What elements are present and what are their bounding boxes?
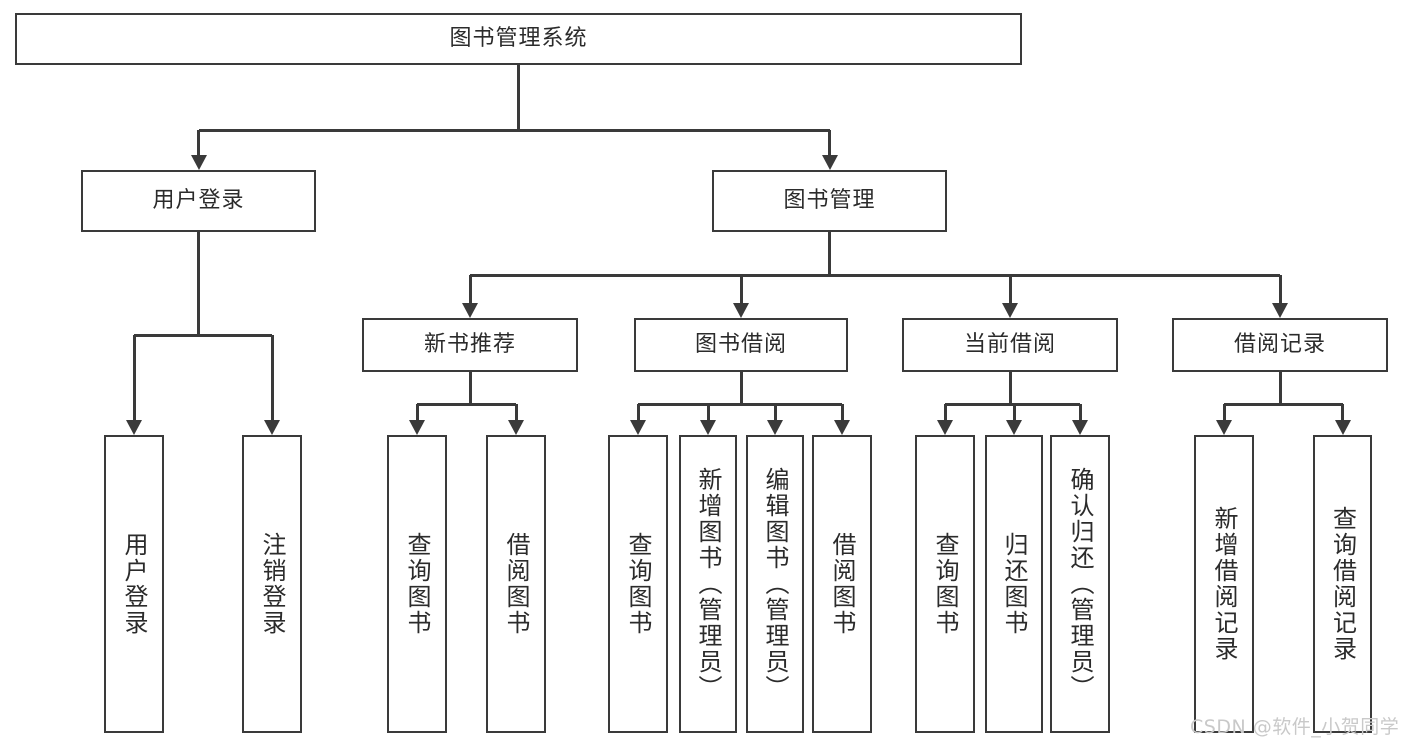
- node-label: 用户登录: [120, 532, 148, 636]
- connector-line-horizontal: [638, 402, 842, 406]
- node-book-management[interactable]: 图书管理: [712, 170, 947, 232]
- node-label: 查询借阅记录: [1328, 506, 1357, 662]
- connector-line-vertical: [828, 130, 831, 156]
- connector-line-horizontal: [198, 128, 830, 132]
- connector-arrowhead: [1272, 303, 1288, 318]
- connector-line-horizontal: [1224, 402, 1343, 406]
- connector-arrowhead: [821, 155, 838, 170]
- connector-line-vertical: [517, 65, 520, 130]
- leaf-node-add-borrow-record[interactable]: 新增借阅记录: [1194, 435, 1254, 733]
- connector-line-vertical: [1008, 275, 1012, 304]
- node-label: 编辑图书（管理员）: [761, 467, 789, 701]
- connector-line-horizontal: [417, 402, 516, 406]
- connector-line-horizontal: [134, 333, 272, 337]
- connector-arrowhead: [1006, 420, 1022, 435]
- connector-arrowhead: [630, 420, 646, 435]
- leaf-node-edit-book-admin[interactable]: 编辑图书（管理员）: [746, 435, 804, 733]
- connector-line-vertical: [1341, 404, 1344, 421]
- connector-arrowhead: [1072, 420, 1088, 435]
- leaf-node-query-book-c[interactable]: 查询图书: [915, 435, 975, 733]
- leaf-node-add-book-admin[interactable]: 新增图书（管理员）: [679, 435, 737, 733]
- node-label: 确认归还（管理员）: [1066, 467, 1094, 701]
- node-label: 查询图书: [931, 532, 959, 636]
- connector-line-vertical: [773, 404, 777, 421]
- connector-arrowhead: [767, 420, 783, 435]
- node-label: 图书借阅: [694, 331, 787, 357]
- connector-line-vertical: [468, 275, 472, 304]
- connector-line-vertical: [1012, 404, 1016, 421]
- connector-arrowhead: [462, 303, 478, 318]
- node-borrow-record[interactable]: 借阅记录: [1172, 318, 1388, 372]
- connector-line-vertical: [636, 404, 640, 421]
- node-label: 归还图书: [1000, 532, 1028, 636]
- connector-arrowhead: [733, 303, 749, 318]
- node-label: 图书管理系统: [449, 25, 588, 51]
- leaf-node-confirm-return-admin[interactable]: 确认归还（管理员）: [1050, 435, 1110, 733]
- node-current-borrow[interactable]: 当前借阅: [902, 318, 1118, 372]
- node-label: 新书推荐: [423, 331, 516, 357]
- connector-line-vertical: [1278, 275, 1282, 304]
- connector-line-vertical: [1078, 404, 1082, 421]
- node-label: 查询图书: [403, 532, 431, 636]
- leaf-node-query-book-b[interactable]: 查询图书: [608, 435, 668, 733]
- connector-line-vertical: [840, 404, 844, 421]
- node-new-book-recommend[interactable]: 新书推荐: [362, 318, 578, 372]
- connector-line-horizontal: [470, 273, 1280, 277]
- leaf-node-query-borrow-record[interactable]: 查询借阅记录: [1313, 435, 1372, 733]
- node-label: 图书管理: [783, 187, 876, 213]
- connector-line-vertical: [197, 232, 200, 335]
- node-label: 查询图书: [624, 532, 652, 636]
- connector-line-vertical: [270, 335, 274, 421]
- connector-line-vertical: [1008, 372, 1012, 404]
- connector-arrowhead: [409, 420, 425, 435]
- connector-arrowhead: [1216, 420, 1232, 435]
- node-user-login[interactable]: 用户登录: [81, 170, 316, 232]
- leaf-node-logout[interactable]: 注销登录: [242, 435, 302, 733]
- node-label: 新增图书（管理员）: [694, 467, 722, 701]
- leaf-node-return-book[interactable]: 归还图书: [985, 435, 1043, 733]
- connector-arrowhead: [126, 420, 142, 435]
- node-book-management-system[interactable]: 图书管理系统: [15, 13, 1022, 65]
- connector-line-vertical: [197, 130, 200, 156]
- connector-arrowhead: [190, 155, 207, 170]
- connector-arrowhead: [1334, 420, 1351, 435]
- connector-line-vertical: [828, 232, 831, 275]
- connector-line-vertical: [132, 335, 136, 421]
- connector-line-vertical: [739, 275, 743, 304]
- connector-line-vertical: [468, 372, 472, 404]
- node-label: 注销登录: [258, 532, 286, 636]
- connector-line-vertical: [1278, 372, 1282, 404]
- connector-arrowhead: [937, 420, 953, 435]
- connector-arrowhead: [508, 420, 524, 435]
- node-label: 借阅记录: [1233, 331, 1326, 357]
- node-label: 借阅图书: [502, 532, 530, 636]
- node-label: 借阅图书: [828, 532, 856, 636]
- connector-line-vertical: [415, 404, 419, 421]
- connector-arrowhead: [264, 420, 280, 435]
- node-label: 用户登录: [152, 187, 245, 213]
- connector-arrowhead: [700, 420, 716, 435]
- leaf-node-query-book-a[interactable]: 查询图书: [387, 435, 447, 733]
- connector-line-vertical: [943, 404, 947, 421]
- connector-line-vertical: [514, 404, 518, 421]
- node-label: 新增借阅记录: [1210, 506, 1238, 662]
- connector-line-vertical: [706, 404, 710, 421]
- connector-arrowhead: [1002, 303, 1018, 318]
- connector-arrowhead: [834, 420, 850, 435]
- leaf-node-borrow-book-b[interactable]: 借阅图书: [812, 435, 872, 733]
- node-book-borrow[interactable]: 图书借阅: [634, 318, 848, 372]
- leaf-node-borrow-book-a[interactable]: 借阅图书: [486, 435, 546, 733]
- csdn-watermark: CSDN @软件_小贺同学: [1190, 716, 1400, 738]
- connector-line-vertical: [1222, 404, 1226, 421]
- node-label: 当前借阅: [963, 331, 1056, 357]
- connector-line-vertical: [739, 372, 743, 404]
- leaf-node-user-login[interactable]: 用户登录: [104, 435, 164, 733]
